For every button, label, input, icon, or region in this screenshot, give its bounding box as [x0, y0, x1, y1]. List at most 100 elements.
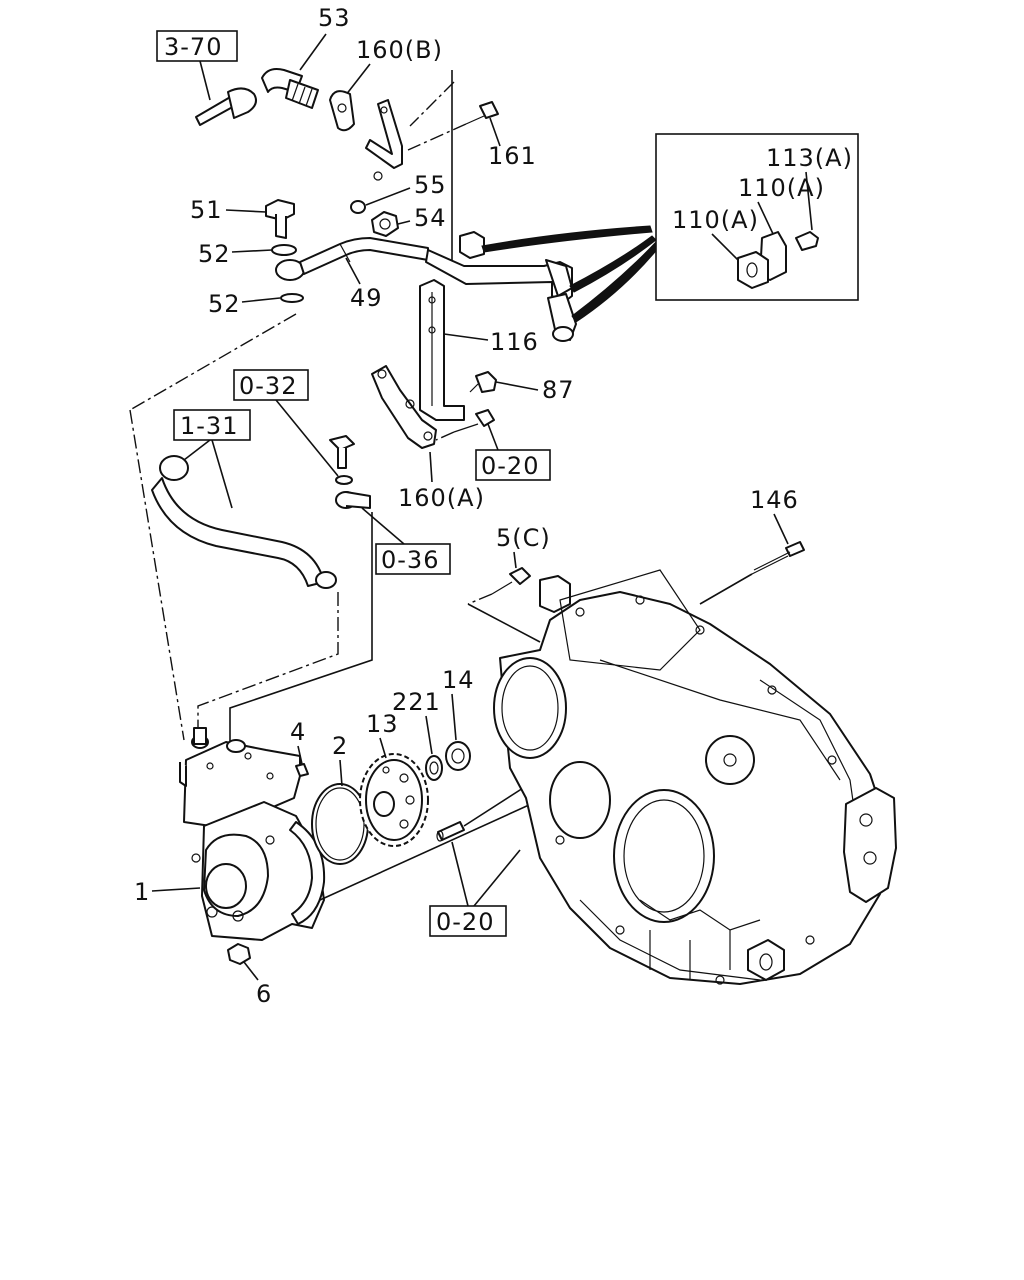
- washer-52-upper: [271, 244, 297, 256]
- ref-label-1-31: 1-31: [180, 412, 238, 440]
- gear-13: [359, 753, 429, 847]
- leader-49: [345, 257, 361, 285]
- callout-87: 87: [542, 376, 575, 404]
- callout-5c: 5(C): [496, 524, 551, 552]
- callout-52-upper: 52: [198, 240, 231, 268]
- leader-6: [243, 961, 259, 981]
- callout-2: 2: [332, 732, 348, 760]
- callout-55: 55: [414, 171, 447, 199]
- dash-route-2: [129, 409, 185, 741]
- dash-0-20-upper: [435, 431, 455, 441]
- washer-221: [425, 755, 443, 781]
- bushing-14: [445, 741, 471, 771]
- leader-110a-top: [757, 201, 775, 237]
- leader-160a: [429, 451, 433, 483]
- bracket-160a: [371, 365, 437, 449]
- leader-0-32: [275, 399, 339, 477]
- washer-52-lower: [280, 293, 304, 303]
- callout-54: 54: [414, 204, 447, 232]
- callout-161: 161: [488, 142, 537, 170]
- leader-0-20-upper: [487, 423, 499, 451]
- nut-6: [227, 943, 251, 965]
- line-5c-to-housing: [467, 603, 541, 643]
- callout-51: 51: [190, 196, 223, 224]
- nut-54: [371, 211, 399, 237]
- callout-160b: 160(B): [356, 36, 443, 64]
- callout-116: 116: [490, 328, 539, 356]
- dowel-pin-0-20: [436, 821, 465, 842]
- leader-52-lower: [241, 297, 281, 303]
- elbow-fitting-53: [261, 68, 319, 109]
- leader-1-31-b: [211, 439, 233, 509]
- hose-1-31: [151, 455, 337, 589]
- leader-116: [443, 333, 489, 341]
- ref-box-0-20-upper[interactable]: 0-20: [475, 449, 551, 481]
- callout-52-lower: 52: [208, 290, 241, 318]
- pipe-end-fitting: [195, 87, 257, 126]
- leader-113a: [805, 171, 813, 231]
- callout-221: 221: [392, 688, 441, 716]
- key-4: [295, 763, 309, 777]
- leader-52-upper: [231, 249, 273, 253]
- ref-label-0-32: 0-32: [239, 372, 297, 400]
- ref-box-0-36[interactable]: 0-36: [375, 543, 451, 575]
- bolt-87: [469, 371, 497, 393]
- banjo-bolt-51: [265, 199, 295, 239]
- leader-5c: [513, 551, 517, 569]
- bolt-5c: [491, 567, 531, 595]
- leader-146: [773, 513, 789, 545]
- ref-box-0-32[interactable]: 0-32: [233, 369, 309, 401]
- leader-1: [151, 887, 201, 892]
- fitting-0-36: [335, 491, 371, 509]
- line-route-3: [229, 512, 373, 742]
- callout-14: 14: [442, 666, 475, 694]
- leader-53: [299, 33, 327, 71]
- dash-upper-1: [409, 81, 455, 127]
- callout-49: 49: [350, 284, 383, 312]
- clamp-113a-110a: [737, 231, 819, 289]
- ref-box-3-70[interactable]: 3-70: [156, 30, 238, 62]
- leader-0-20-lower-a: [451, 841, 469, 907]
- bolt-0-20-upper: [453, 409, 495, 433]
- ring-55: [350, 200, 366, 214]
- callout-4: 4: [290, 718, 306, 746]
- dash-5c-1: [467, 593, 493, 605]
- bolt-0-32: [329, 435, 355, 485]
- stud-146: [751, 541, 805, 575]
- ref-box-1-31[interactable]: 1-31: [173, 409, 251, 441]
- bracket-116: [419, 279, 465, 421]
- leader-14: [451, 693, 457, 741]
- pipe-49: [275, 237, 429, 281]
- ref-label-3-70: 3-70: [164, 33, 222, 61]
- clip-160b: [329, 90, 355, 132]
- callout-113a: 113(A): [766, 144, 853, 172]
- leader-1-31-a: [183, 439, 211, 461]
- line-146-to-housing: [699, 573, 753, 605]
- leader-13: [379, 737, 387, 759]
- ref-box-0-20-lower[interactable]: 0-20: [429, 905, 507, 937]
- air-compressor-1: [179, 727, 326, 941]
- leader-87: [495, 381, 539, 391]
- callout-1: 1: [134, 878, 150, 906]
- callout-146: 146: [750, 486, 799, 514]
- leader-0-36: [361, 507, 405, 545]
- line-compressor-to-housing: [319, 799, 541, 901]
- bracket-upper: [365, 99, 403, 181]
- dash-route-1: [129, 313, 297, 411]
- leader-54: [397, 220, 411, 225]
- ref-label-0-36: 0-36: [381, 546, 439, 574]
- leader-2: [339, 759, 343, 787]
- dash-route-4: [197, 592, 339, 742]
- callout-110a-top: 110(A): [738, 174, 825, 202]
- ref-label-0-20-upper: 0-20: [481, 452, 539, 480]
- leader-4: [297, 745, 303, 765]
- leader-0-20-lower-b: [473, 849, 521, 907]
- leader-221: [425, 715, 433, 755]
- dash-161: [407, 123, 467, 151]
- flywheel-housing: [493, 569, 897, 985]
- callout-53: 53: [318, 4, 351, 32]
- bolt-161: [465, 101, 499, 125]
- leader-3-70: [199, 60, 211, 101]
- clamp-bracket: [425, 231, 577, 342]
- leader-51: [225, 209, 267, 213]
